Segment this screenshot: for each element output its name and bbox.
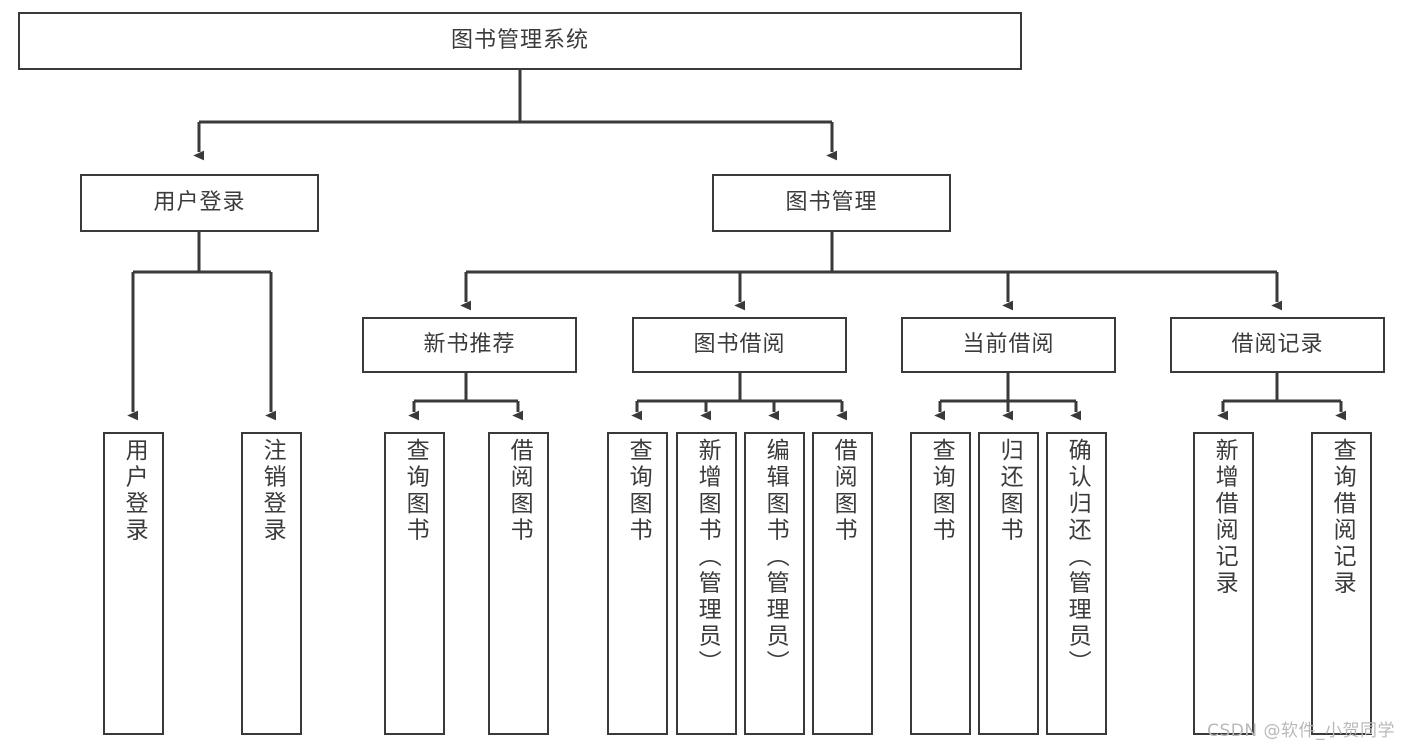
node-current-borrow[interactable]: 当前借阅 (901, 317, 1116, 373)
node-label: 用户登录 (121, 438, 148, 544)
leaf-query-books-recommend[interactable]: 查询图书 (384, 432, 445, 735)
node-label: 新增借阅记录 (1211, 438, 1238, 597)
leaf-borrow-books[interactable]: 借阅图书 (812, 432, 873, 735)
node-label: 借阅记录 (1231, 332, 1324, 358)
node-label: 用户登录 (153, 190, 246, 216)
node-label: 借阅图书 (830, 438, 857, 544)
node-label: 编辑图书（管理员） (762, 438, 789, 677)
leaf-return-books[interactable]: 归还图书 (978, 432, 1039, 735)
node-label: 新增图书（管理员） (694, 438, 721, 677)
csdn-watermark: CSDN @软件_小贺同学 (1207, 721, 1395, 741)
node-new-book-recommend[interactable]: 新书推荐 (362, 317, 577, 373)
node-label: 归还图书 (996, 438, 1023, 544)
node-label: 新书推荐 (423, 332, 516, 358)
leaf-edit-book-admin[interactable]: 编辑图书（管理员） (744, 432, 805, 735)
node-book-borrow[interactable]: 图书借阅 (632, 317, 847, 373)
node-label: 图书管理系统 (450, 28, 589, 54)
node-label: 查询图书 (928, 438, 955, 544)
node-label: 查询借阅记录 (1329, 438, 1356, 597)
node-user-login[interactable]: 用户登录 (80, 174, 319, 232)
leaf-logout-login[interactable]: 注销登录 (241, 432, 302, 735)
leaf-query-borrow-record[interactable]: 查询借阅记录 (1311, 432, 1372, 735)
node-borrow-record[interactable]: 借阅记录 (1170, 317, 1385, 373)
node-label: 图书管理 (785, 190, 878, 216)
node-label: 图书借阅 (693, 332, 786, 358)
leaf-add-book-admin[interactable]: 新增图书（管理员） (676, 432, 737, 735)
leaf-user-login[interactable]: 用户登录 (103, 432, 164, 735)
leaf-query-books-borrow[interactable]: 查询图书 (607, 432, 668, 735)
node-book-management[interactable]: 图书管理 (712, 174, 951, 232)
leaf-add-borrow-record[interactable]: 新增借阅记录 (1193, 432, 1254, 735)
leaf-borrow-books-recommend[interactable]: 借阅图书 (488, 432, 549, 735)
node-label: 借阅图书 (506, 438, 533, 544)
node-label: 注销登录 (259, 438, 286, 544)
node-label: 确认归还（管理员） (1064, 438, 1091, 677)
leaf-confirm-return-admin[interactable]: 确认归还（管理员） (1046, 432, 1107, 735)
node-label: 查询图书 (625, 438, 652, 544)
leaf-query-books-current[interactable]: 查询图书 (910, 432, 971, 735)
node-label: 查询图书 (402, 438, 429, 544)
node-book-management-system[interactable]: 图书管理系统 (18, 12, 1022, 70)
node-label: 当前借阅 (962, 332, 1055, 358)
